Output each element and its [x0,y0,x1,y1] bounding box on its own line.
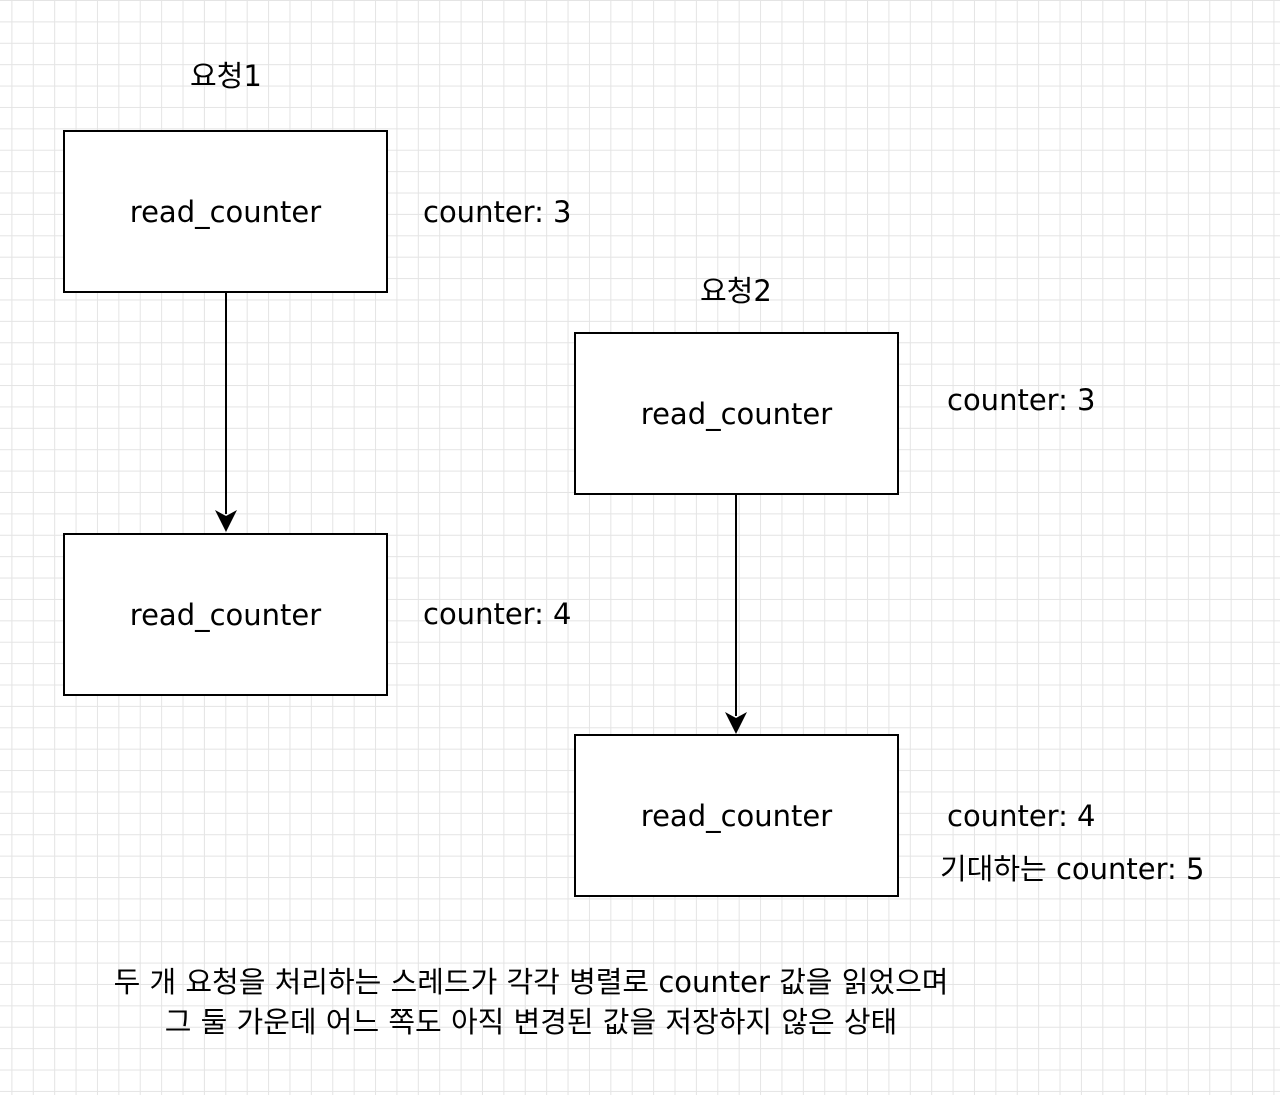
caption-line-1: 두 개 요청을 처리하는 스레드가 각각 병렬로 counter 값을 읽었으며 [113,965,949,999]
caption: 두 개 요청을 처리하는 스레드가 각각 병렬로 counter 값을 읽었으며… [100,962,962,1042]
box-label: read_counter [129,597,322,632]
request2-counter-value-1: counter: 3 [947,383,1096,417]
box-label: read_counter [640,396,833,431]
request1-title: 요청1 [190,59,262,93]
request1-counter-value-1: counter: 3 [423,195,572,229]
request1-read-counter-box-1: read_counter [63,130,388,293]
box-label: read_counter [129,194,322,229]
request1-counter-value-2: counter: 4 [423,597,572,631]
box-label: read_counter [640,798,833,833]
request2-expected-counter: 기대하는 counter: 5 [940,852,1205,886]
request2-read-counter-box-1: read_counter [574,332,899,495]
request2-title: 요청2 [700,274,772,308]
request2-counter-value-2: counter: 4 [947,799,1096,833]
request1-flow-arrow [215,292,237,532]
caption-line-2: 그 둘 가운데 어느 쪽도 아직 변경된 값을 저장하지 않은 상태 [164,1005,898,1039]
request1-read-counter-box-2: read_counter [63,533,388,696]
request2-flow-arrow [725,494,747,734]
request2-read-counter-box-2: read_counter [574,734,899,897]
